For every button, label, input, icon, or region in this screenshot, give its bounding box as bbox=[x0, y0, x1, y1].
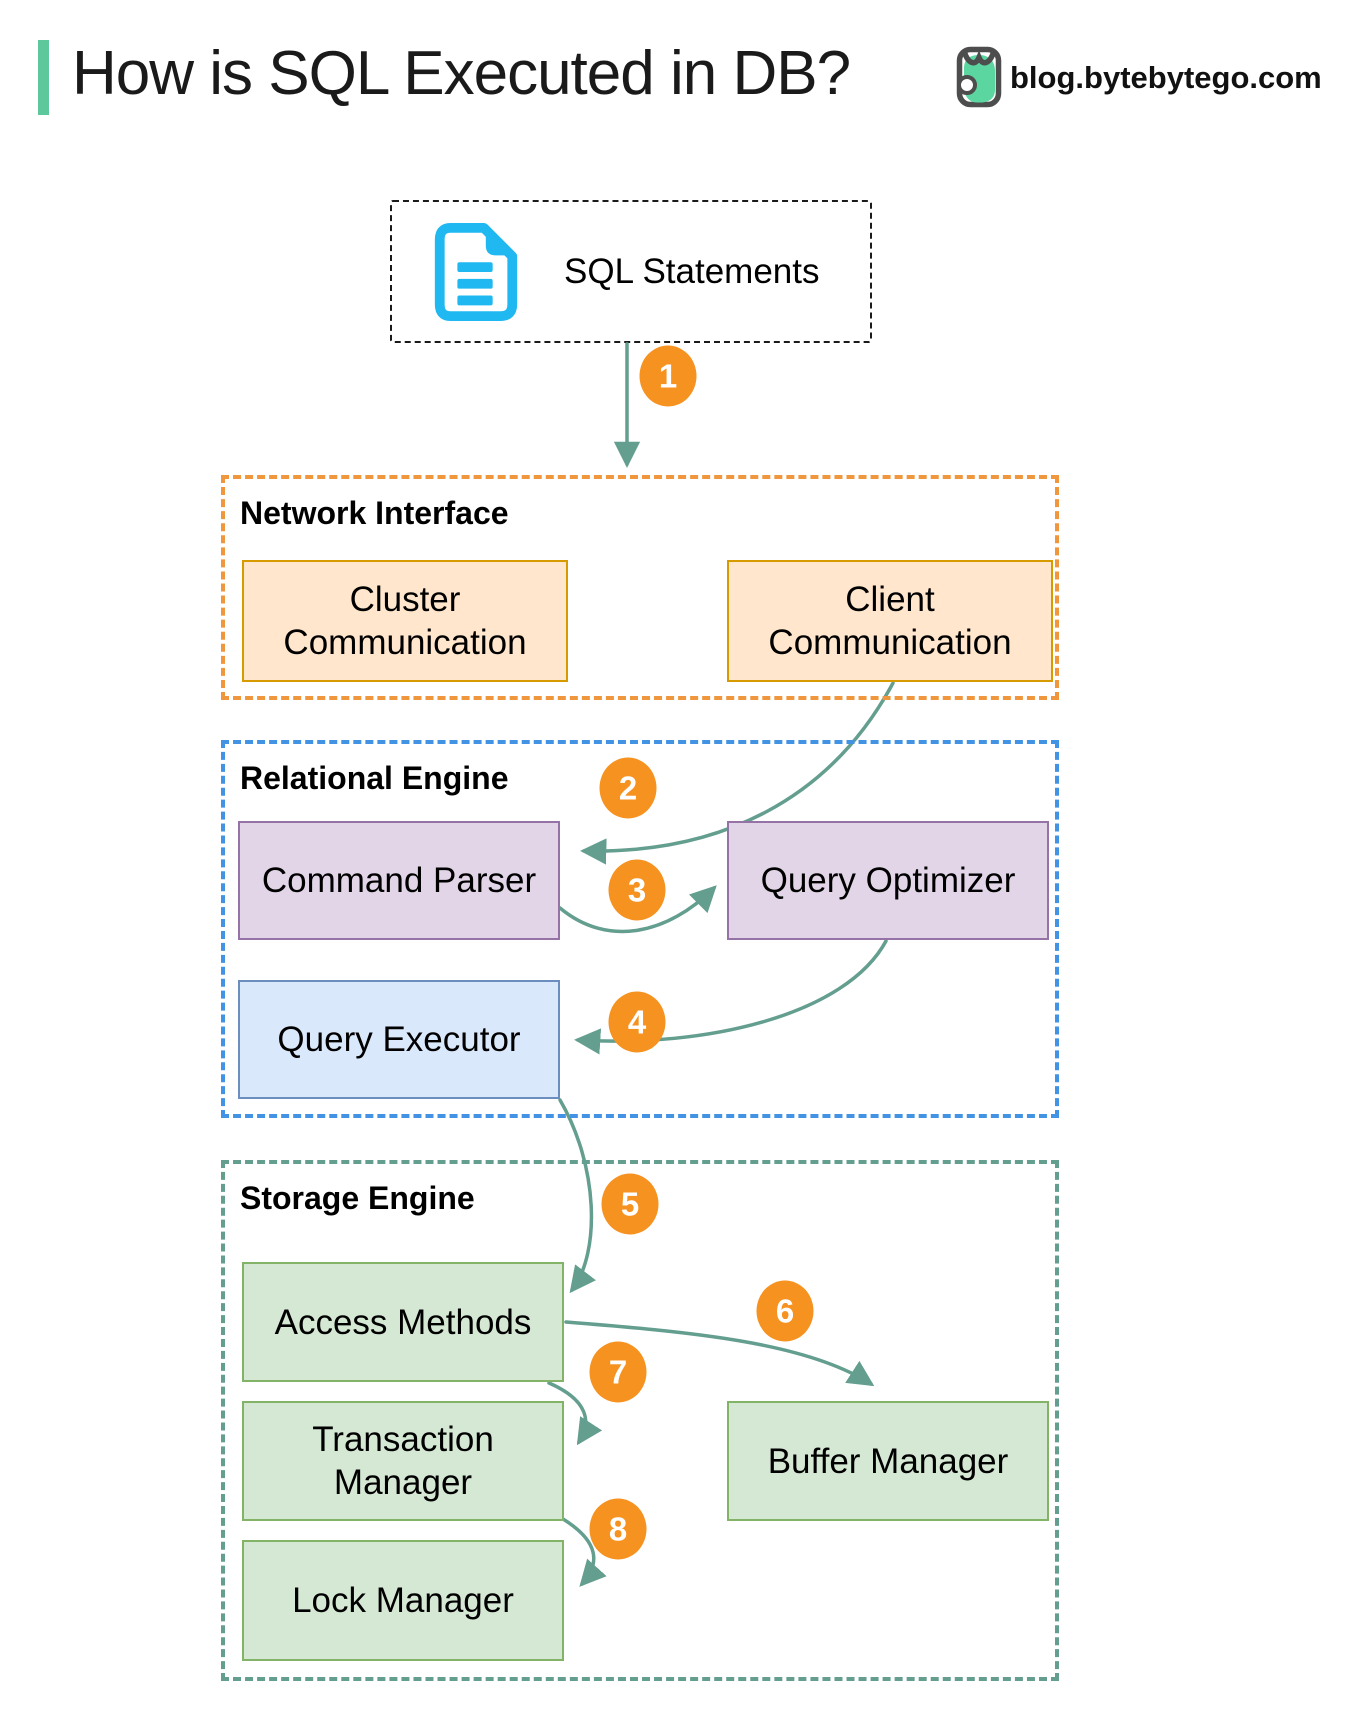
node-client-communication: Client Communication bbox=[727, 560, 1053, 682]
sql-statements-box: SQL Statements bbox=[390, 200, 872, 343]
node-label: Query Executor bbox=[277, 1020, 521, 1059]
node-label: Lock Manager bbox=[292, 1581, 514, 1620]
step-badge-3: 3 bbox=[608, 859, 666, 921]
node-label: Buffer Manager bbox=[767, 1441, 1009, 1481]
relational-engine-title: Relational Engine bbox=[240, 760, 509, 796]
step-badge-2: 2 bbox=[599, 757, 657, 819]
node-label: Client bbox=[845, 580, 935, 619]
step-badge-1: 1 bbox=[639, 345, 697, 407]
node-lock-manager: Lock Manager bbox=[242, 1540, 564, 1661]
step-badge-8: 8 bbox=[589, 1498, 647, 1560]
page-title: How is SQL Executed in DB? bbox=[72, 39, 851, 108]
bytebytego-logo-icon bbox=[956, 46, 1002, 108]
node-command-parser: Command Parser bbox=[238, 821, 560, 940]
title-accent-bar bbox=[38, 40, 49, 115]
logo-wing bbox=[961, 49, 997, 66]
node-label: Communication bbox=[283, 623, 527, 662]
storage-engine-container: Storage Engine bbox=[221, 1160, 1059, 1681]
step-badge-6: 6 bbox=[756, 1280, 814, 1342]
node-label: Cluster bbox=[349, 580, 461, 619]
step-badge-4: 4 bbox=[608, 991, 666, 1053]
node-label: Communication bbox=[768, 623, 1012, 662]
node-buffer-manager: Buffer Manager bbox=[727, 1401, 1049, 1521]
node-access-methods: Access Methods bbox=[242, 1262, 564, 1382]
node-transaction-manager: Transaction Manager bbox=[242, 1401, 564, 1521]
network-interface-container: Network Interface bbox=[221, 475, 1059, 700]
step-badge-7: 7 bbox=[589, 1341, 647, 1403]
node-label: Transaction bbox=[312, 1420, 494, 1459]
relational-engine-container: Relational Engine bbox=[221, 740, 1059, 1118]
network-interface-title: Network Interface bbox=[240, 495, 509, 531]
document-icon bbox=[434, 222, 518, 321]
site-url: blog.bytebytego.com bbox=[1010, 60, 1322, 95]
logo-eye bbox=[957, 75, 977, 95]
node-label: Manager bbox=[333, 1463, 473, 1502]
node-label: Command Parser bbox=[261, 861, 537, 900]
node-cluster-communication: Cluster Communication bbox=[242, 560, 568, 682]
node-query-optimizer: Query Optimizer bbox=[727, 821, 1049, 940]
sql-statements-label: SQL Statements bbox=[564, 251, 820, 291]
step-badge-5: 5 bbox=[601, 1173, 659, 1235]
node-label: Access Methods bbox=[274, 1302, 532, 1342]
node-query-executor: Query Executor bbox=[238, 980, 560, 1099]
storage-engine-title: Storage Engine bbox=[240, 1180, 475, 1216]
node-label: Query Optimizer bbox=[760, 861, 1016, 900]
